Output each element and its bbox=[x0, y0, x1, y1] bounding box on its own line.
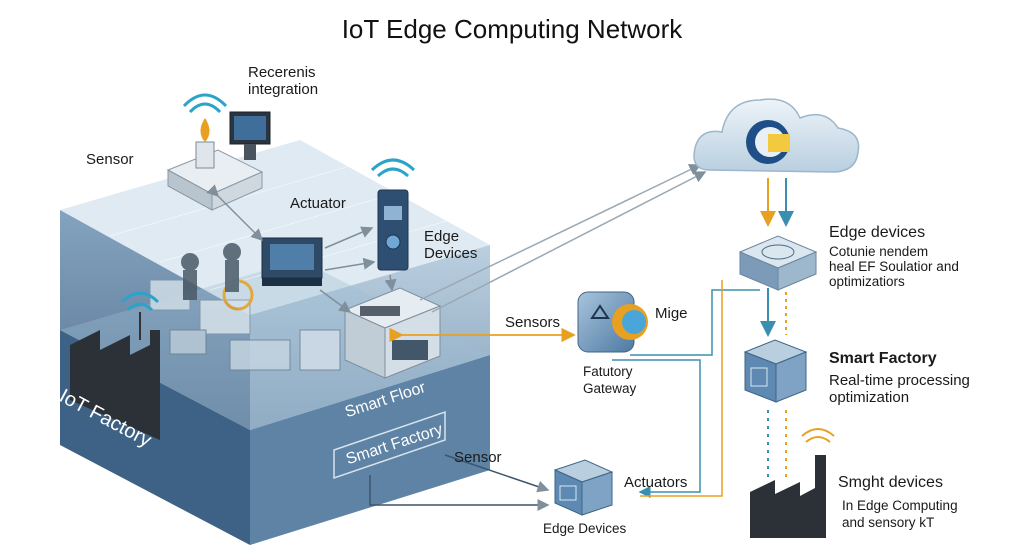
label-actuators: Actuators bbox=[624, 474, 688, 491]
label-edge-left-1: Edge bbox=[424, 228, 460, 245]
label-smght-devices: Smght devices bbox=[838, 474, 943, 491]
cloud-icon bbox=[693, 98, 860, 173]
smght-factory-building bbox=[750, 428, 835, 538]
label-sensor-top: Sensor bbox=[86, 151, 134, 168]
label-fatutory: Fatutory bbox=[583, 364, 633, 379]
label-gateway: Gateway bbox=[583, 381, 637, 396]
label-sensors-mid: Sensors bbox=[505, 314, 561, 331]
label-recerenis: Recerenis bbox=[248, 64, 316, 81]
label-edge-devices-bottom: Edge Devices bbox=[543, 521, 627, 536]
iot-factory-building bbox=[70, 330, 160, 440]
wifi-icon bbox=[120, 291, 160, 340]
label-mige: Mige bbox=[655, 305, 688, 322]
label-edge-left-2: Devices bbox=[424, 245, 478, 262]
gateway-device bbox=[577, 291, 648, 353]
edge-device-cube-bottom bbox=[553, 459, 614, 516]
label-sensor-bottom: Sensor bbox=[454, 449, 502, 466]
label-smght-desc-2: and sensory kT bbox=[842, 515, 935, 530]
edge-device-unit-right bbox=[738, 235, 818, 291]
label-edge-desc-3: optimizatiors bbox=[829, 274, 905, 289]
label-smght-desc-1: In Edge Computing bbox=[842, 498, 958, 513]
diagram-title: IoT Edge Computing Network bbox=[341, 14, 683, 44]
smart-factory-panel bbox=[333, 410, 446, 480]
monitor-icon bbox=[229, 111, 271, 160]
connection-lines bbox=[206, 164, 794, 511]
label-edge-desc-1: Cotunie nendem bbox=[829, 244, 929, 259]
label-integration: integration bbox=[248, 81, 319, 98]
actuator-device bbox=[261, 237, 323, 286]
label-edge-devices-right: Edge devices bbox=[829, 224, 926, 241]
label-smart-factory-right: Smart Factory bbox=[829, 350, 937, 367]
smart-factory-cube-right bbox=[743, 339, 808, 403]
edge-device-tower bbox=[370, 158, 416, 271]
label-actuator: Actuator bbox=[290, 195, 346, 212]
label-edge-desc-2: heal EF Soulatior and bbox=[829, 259, 959, 274]
label-smart-factory-desc-1: Real-time processing bbox=[829, 372, 970, 389]
label-smart-factory-desc-2: optimization bbox=[829, 389, 910, 406]
